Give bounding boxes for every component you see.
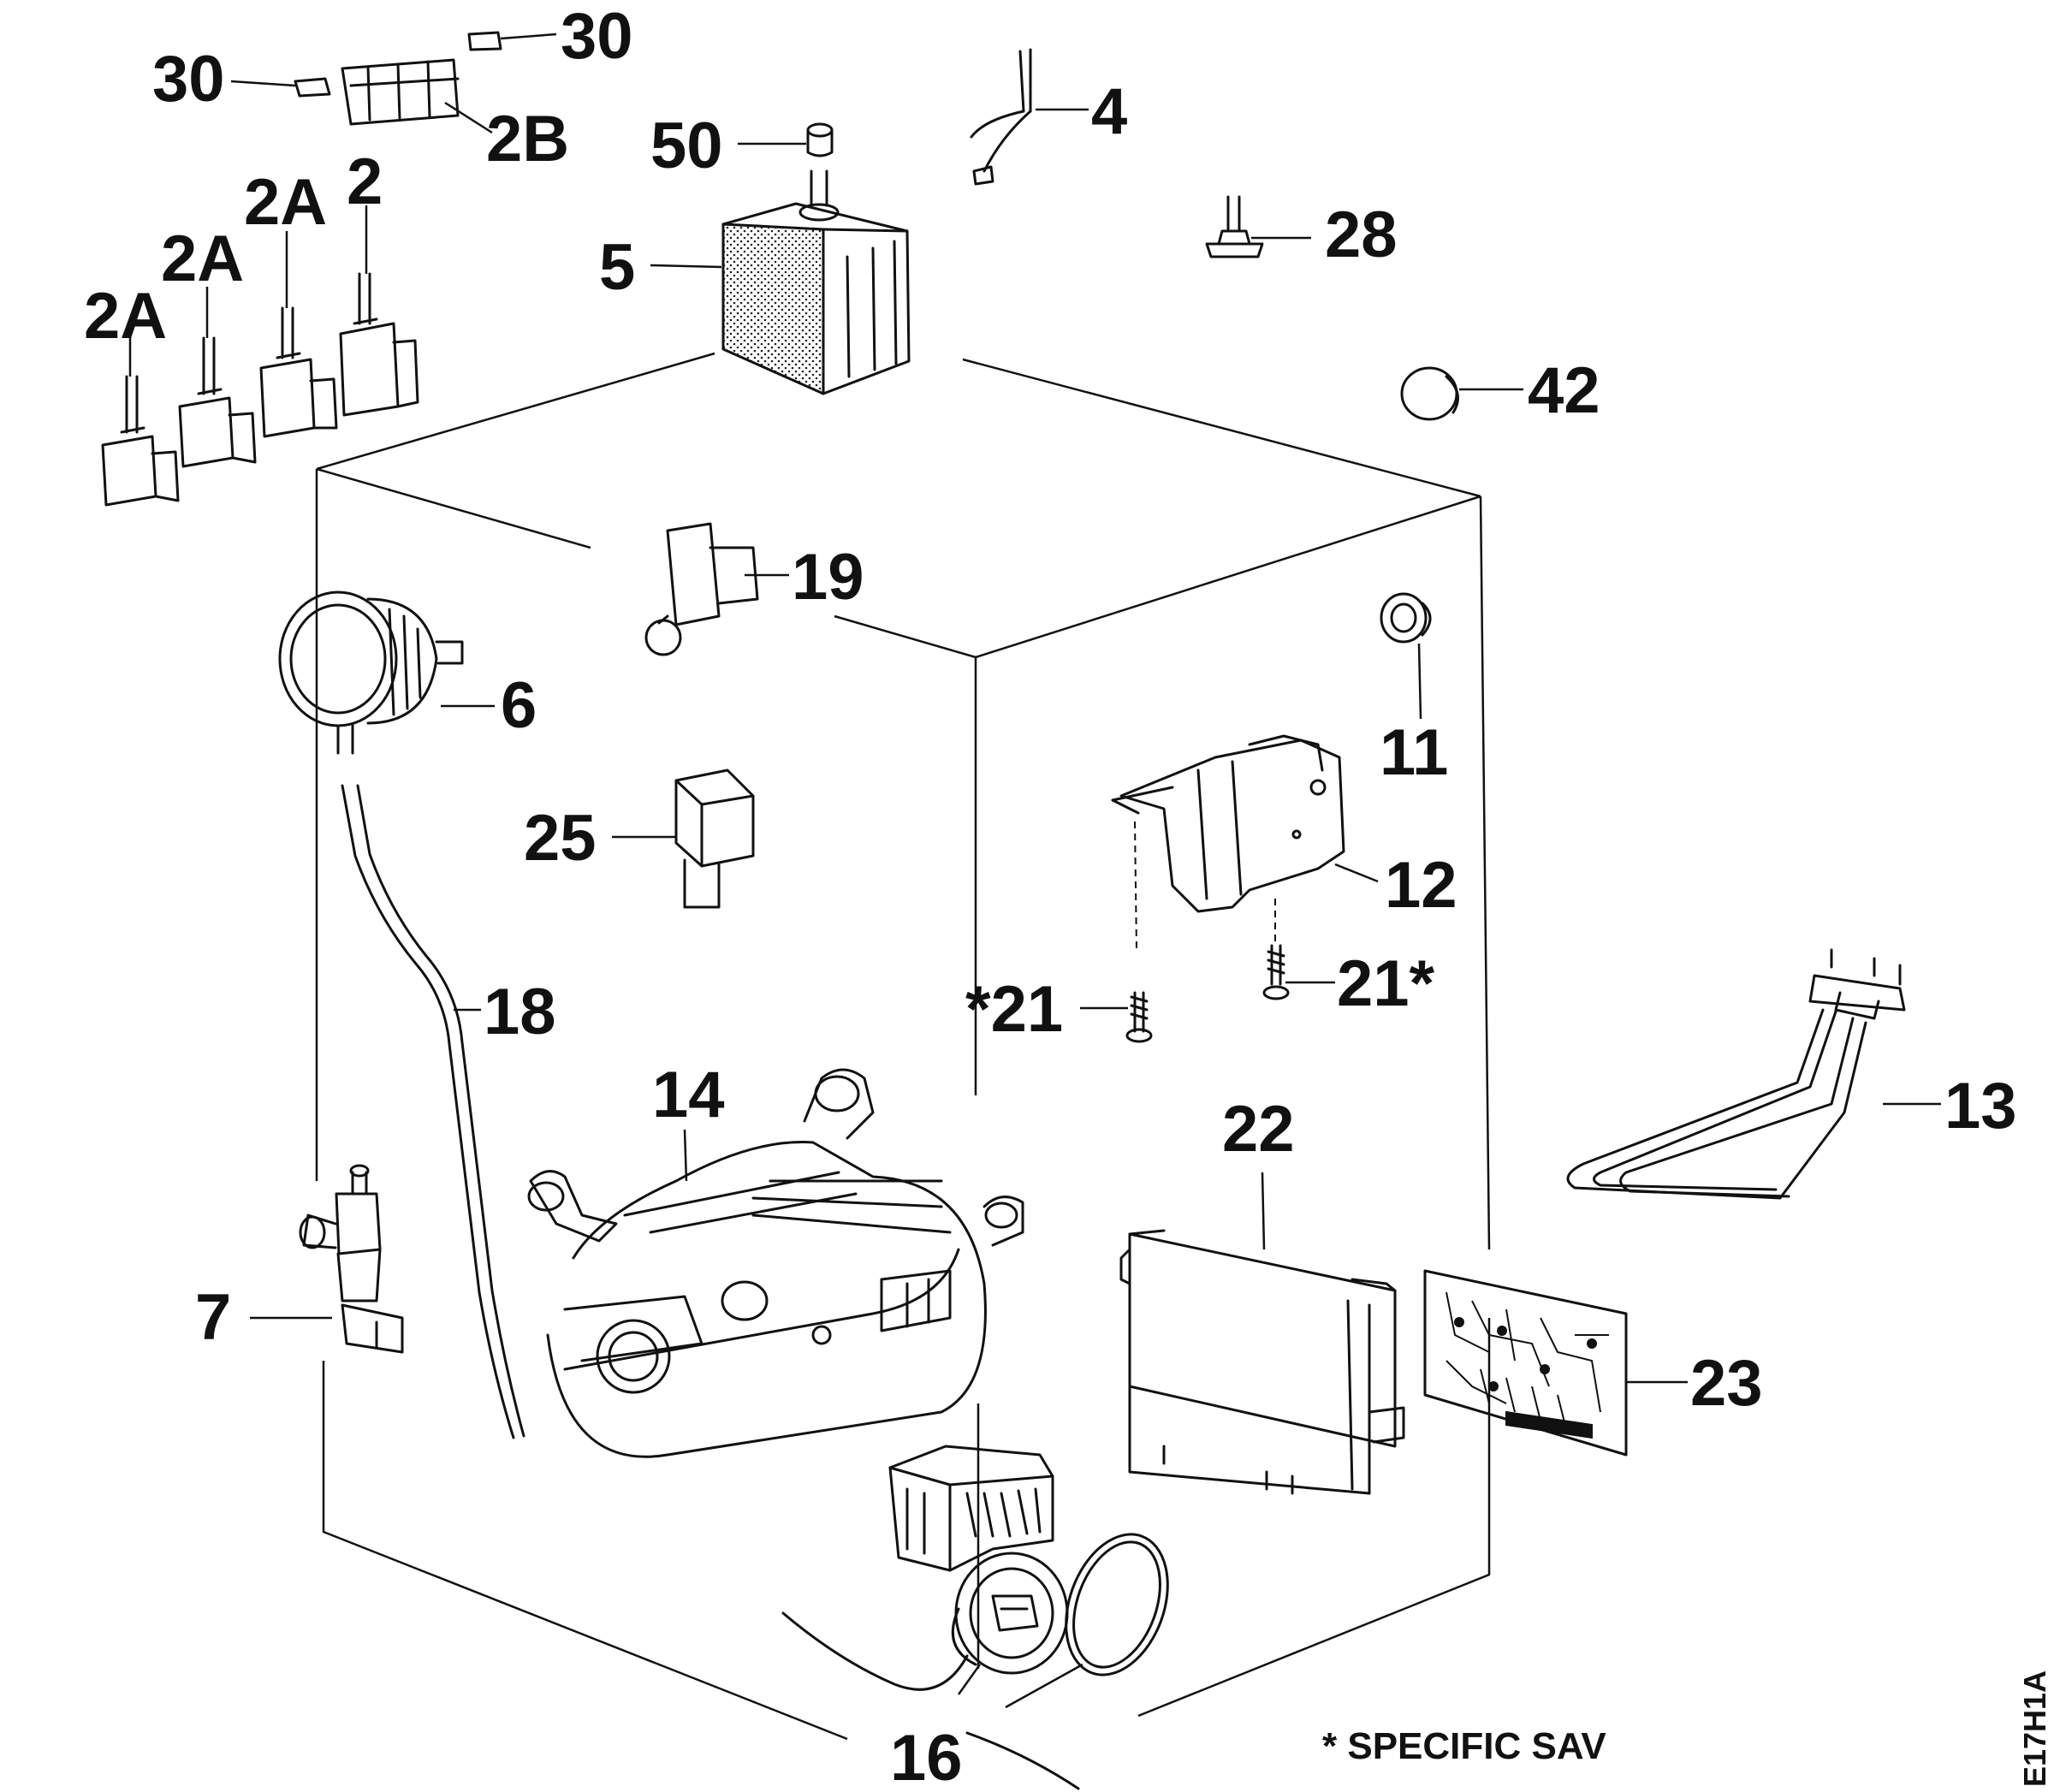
motor-14 bbox=[527, 1068, 1024, 1458]
callout-2A-3: 2A bbox=[244, 166, 327, 239]
footnote: * SPECIFIC SAV bbox=[1322, 1725, 1606, 1767]
callout-2: 2 bbox=[347, 145, 383, 218]
callout-23: 23 bbox=[1690, 1347, 1763, 1420]
heating-element-13 bbox=[1566, 948, 1906, 1200]
leader-5 bbox=[650, 264, 722, 269]
callout-22: 22 bbox=[1222, 1093, 1295, 1166]
push-switch-2A-1 bbox=[101, 375, 180, 507]
callout-21-right: 21* bbox=[1337, 947, 1435, 1020]
circuit-board-23 bbox=[1423, 1269, 1628, 1457]
callout-14: 14 bbox=[652, 1059, 725, 1131]
callout-2B: 2B bbox=[486, 103, 569, 175]
push-switch-2 bbox=[339, 272, 419, 417]
seal-ring-16 bbox=[1065, 1533, 1169, 1676]
callout-2A-1: 2A bbox=[84, 280, 167, 353]
timer-5 bbox=[721, 169, 911, 395]
selector-6 bbox=[278, 590, 464, 755]
inlet-valve-7 bbox=[299, 1164, 404, 1354]
screw-21-left bbox=[1125, 991, 1153, 1043]
cabinet-outline bbox=[315, 352, 1491, 1741]
callout-4: 4 bbox=[1091, 75, 1127, 148]
door-lock-19 bbox=[644, 522, 759, 656]
callout-11: 11 bbox=[1380, 716, 1448, 789]
potentiometer-28 bbox=[1205, 195, 1264, 258]
drain-pump-16 bbox=[888, 1445, 1069, 1675]
callout-28: 28 bbox=[1325, 199, 1398, 271]
leader-12 bbox=[1334, 863, 1379, 883]
leader-14 bbox=[683, 1129, 688, 1182]
grommet-11 bbox=[1380, 592, 1432, 644]
callout-18: 18 bbox=[484, 976, 556, 1048]
hose-18 bbox=[341, 784, 525, 1439]
callout-25: 25 bbox=[524, 802, 597, 875]
leader-22 bbox=[1261, 1172, 1266, 1250]
callout-30-left: 30 bbox=[152, 43, 225, 116]
reference-code: E17H1A bbox=[2017, 1670, 2052, 1787]
callout-16: 16 bbox=[890, 1722, 963, 1792]
board-cover-22 bbox=[1119, 1229, 1405, 1495]
connector-30-left bbox=[294, 77, 331, 98]
switch-block-2B bbox=[341, 58, 460, 126]
callout-5: 5 bbox=[599, 231, 635, 304]
callout-2A-2: 2A bbox=[161, 223, 244, 295]
callout-7: 7 bbox=[195, 1281, 231, 1354]
connector-30-right bbox=[467, 31, 502, 51]
callout-42: 42 bbox=[1528, 354, 1600, 427]
callout-13: 13 bbox=[1944, 1070, 2017, 1142]
callout-21-left: *21 bbox=[965, 973, 1063, 1046]
callout-30-right: 30 bbox=[561, 0, 633, 73]
push-switch-2A-2 bbox=[178, 336, 257, 468]
callout-6: 6 bbox=[501, 669, 537, 742]
knob-cap-50 bbox=[806, 122, 834, 157]
callout-12: 12 bbox=[1385, 849, 1457, 922]
screw-21-right bbox=[1262, 944, 1290, 1000]
leader-30-left bbox=[230, 80, 296, 87]
callout-19: 19 bbox=[792, 541, 864, 614]
leader-11 bbox=[1417, 643, 1422, 720]
leader-30-right bbox=[500, 33, 557, 40]
filter-25 bbox=[674, 768, 755, 909]
push-switch-2A-3 bbox=[259, 306, 338, 438]
programmer-12 bbox=[1111, 734, 1345, 951]
leader-2B bbox=[444, 101, 493, 134]
sensor-4 bbox=[970, 48, 1032, 186]
callout-50: 50 bbox=[650, 110, 723, 182]
leader-16 bbox=[781, 1611, 1083, 1790]
indicator-lamp-42 bbox=[1400, 366, 1459, 421]
